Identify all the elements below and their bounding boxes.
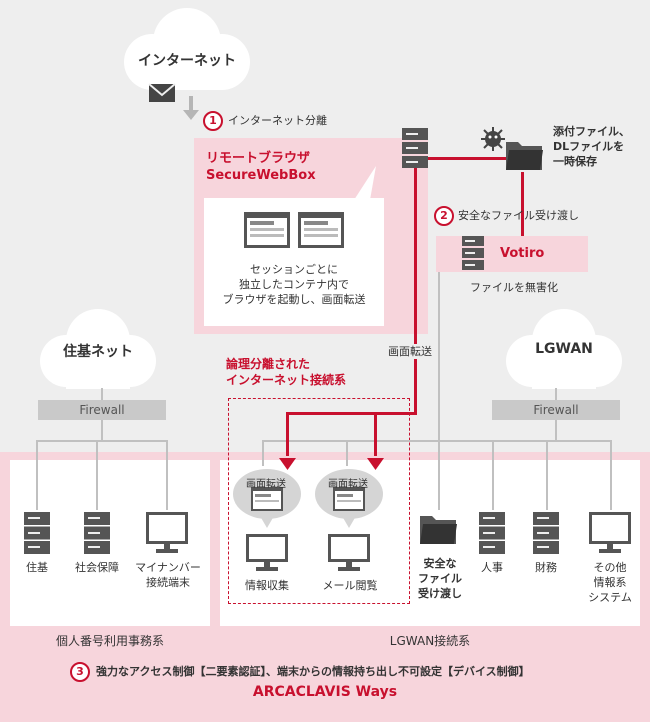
server-icon-finance — [533, 512, 559, 558]
virus-icon — [480, 126, 506, 156]
connector-votiro-down — [438, 272, 440, 454]
connector-juki-firewall — [101, 388, 103, 400]
terminal-mail-label: メール閲覧 — [322, 579, 378, 592]
terminal-other-line3: システム — [588, 591, 632, 604]
mail-icon — [148, 83, 176, 107]
terminal-juki-label: 住基 — [26, 561, 48, 574]
firewall-right: Firewall — [492, 400, 620, 420]
terminal-social-label: 社会保障 — [75, 561, 119, 574]
connector-lgwan-firewall — [555, 388, 557, 400]
remote-browser-bubble — [204, 160, 394, 332]
screen-transfer-drop-2 — [374, 412, 377, 456]
drop-info — [262, 440, 264, 466]
juki-net-cloud: 住基ネット — [28, 305, 168, 391]
screen-transfer-bubble-1 — [232, 468, 302, 534]
terminal-safe-line1: 安全な — [423, 557, 457, 570]
terminal-safe-line2: ファイル — [418, 572, 462, 585]
screen-transfer-bubble-2 — [314, 468, 384, 534]
firewall-left: Firewall — [38, 400, 166, 420]
lgwan-cloud: LGWAN — [494, 305, 634, 391]
personal-number-zone-label: 個人番号利用事務系 — [55, 634, 164, 648]
connector-folder-to-votiro — [521, 172, 524, 236]
logical-separation-line2: インターネット接続系 — [226, 373, 347, 387]
terminal-hr-label: 人事 — [481, 561, 503, 574]
terminal-mynumber-label: マイナンバー 接続端末 — [126, 560, 210, 590]
step2-number: 2 — [434, 206, 454, 226]
attachment-label: 添付ファイル、 DLファイルを 一時保存 — [553, 124, 630, 169]
arrow-down-icon-1 — [279, 455, 296, 474]
logical-separation-label: 論理分離された インターネット接続系 — [226, 356, 346, 388]
terminal-other-line1: その他 — [593, 561, 627, 574]
attachment-label-line2: DLファイルを — [553, 140, 625, 153]
terminal-finance-label: 財務 — [535, 561, 557, 574]
terminal-mynumber-line2: 接続端末 — [146, 576, 190, 589]
screen-transfer-label: 画面転送 — [388, 344, 432, 359]
monitor-icon-other — [589, 512, 631, 558]
browser-window-icon-2 — [298, 212, 344, 252]
votiro-name: Votiro — [500, 246, 545, 261]
drop-social — [96, 440, 98, 510]
drop-hr — [492, 440, 494, 510]
connector-server-to-folder — [428, 157, 512, 160]
terminal-other-line2: 情報系 — [593, 576, 627, 589]
step1-label: インターネット分離 — [228, 114, 327, 127]
screen-transfer-drop-1 — [286, 412, 289, 456]
screen-transfer-branch — [286, 412, 417, 415]
remote-browser-desc-line1: セッションごとに — [250, 263, 338, 276]
remote-browser-title: リモートブラウザ SecureWebBox — [206, 150, 316, 184]
drop-mail — [346, 440, 348, 466]
step3-label: 強力なアクセス制御【二要素認証】、端末からの情報持ち出し不可設定【デバイス制御】 — [96, 665, 530, 678]
terminal-info-label: 情報収集 — [245, 579, 289, 592]
screen-transfer-bubble-2-label: 画面転送 — [328, 479, 368, 490]
remote-browser-desc-line2: 独立したコンテナ内で — [239, 278, 349, 291]
connector-juki-trunk — [101, 420, 103, 440]
browser-window-icon-1 — [244, 212, 290, 252]
internet-cloud: インターネット — [112, 4, 262, 94]
bus-right — [262, 440, 612, 442]
folder-icon-top — [506, 138, 544, 174]
step1-number: 1 — [203, 111, 223, 131]
logical-separation-line1: 論理分離された — [226, 357, 311, 371]
connector-lgwan-trunk — [555, 420, 557, 440]
server-icon-votiro — [462, 236, 484, 274]
connector-screen-transfer-main — [414, 168, 417, 414]
votiro-box — [436, 236, 588, 272]
attachment-label-line1: 添付ファイル、 — [553, 125, 630, 138]
monitor-icon-mail — [328, 534, 370, 576]
monitor-icon-info — [246, 534, 288, 576]
drop-juki — [36, 440, 38, 510]
remote-browser-desc-line3: ブラウザを起動し、画面転送 — [222, 293, 366, 306]
remote-browser-title-line2: SecureWebBox — [206, 168, 316, 183]
arrow-down-icon-2 — [367, 455, 384, 474]
monitor-icon-mynumber — [146, 512, 188, 558]
folder-icon-safe — [420, 512, 458, 548]
step3-number: 3 — [70, 662, 90, 682]
terminal-safe-label: 安全な ファイル 受け渡し — [410, 556, 470, 601]
drop-mynumber — [166, 440, 168, 510]
step3-product: ARCACLAVIS Ways — [252, 684, 398, 700]
attachment-label-line3: 一時保存 — [553, 155, 597, 168]
down-arrow-icon — [183, 96, 199, 126]
juki-net-cloud-label: 住基ネット — [63, 344, 133, 360]
server-icon-social — [84, 512, 110, 558]
drop-safe — [438, 440, 440, 510]
logical-separation-dotted-box — [228, 398, 410, 604]
server-icon-juki — [24, 512, 50, 558]
screen-transfer-bubble-1-label: 画面転送 — [246, 479, 286, 490]
step2-label: 安全なファイル受け渡し — [458, 209, 579, 222]
bus-left — [36, 440, 168, 442]
internet-cloud-label: インターネット — [138, 53, 236, 69]
server-icon-top — [402, 128, 428, 172]
drop-other — [610, 440, 612, 510]
terminal-mynumber-line1: マイナンバー — [135, 561, 201, 574]
lgwan-cloud-label: LGWAN — [535, 341, 593, 357]
lgwan-connection-zone-label: LGWAN接続系 — [389, 634, 471, 648]
remote-browser-desc: セッションごとに 独立したコンテナ内で ブラウザを起動し、画面転送 — [204, 262, 384, 307]
drop-finance — [546, 440, 548, 510]
server-icon-hr — [479, 512, 505, 558]
votiro-caption: ファイルを無害化 — [470, 281, 558, 294]
terminal-safe-line3: 受け渡し — [418, 587, 462, 600]
remote-browser-title-line1: リモートブラウザ — [206, 151, 311, 166]
terminal-other-label: その他 情報系 システム — [578, 560, 642, 605]
